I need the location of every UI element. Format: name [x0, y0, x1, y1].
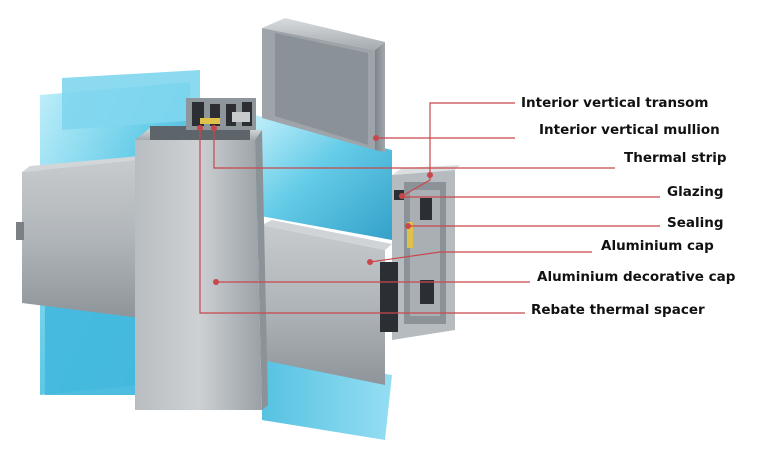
label-glazing: Glazing	[667, 184, 724, 200]
front-mullion	[135, 98, 268, 410]
label-rebate-thermal-spacer: Rebate thermal spacer	[531, 302, 705, 318]
dot-mullion	[373, 135, 379, 141]
dot-decorative-cap	[213, 279, 219, 285]
leader-lines	[199, 102, 660, 314]
dot-glazing	[427, 172, 433, 178]
leader-aluminium-cap	[369, 251, 592, 263]
transom-right	[262, 220, 392, 385]
label-aluminium-decorative-cap: Aluminium decorative cap	[537, 269, 736, 285]
glass-pane-left-lower	[45, 300, 140, 395]
glass-pane-rear-left-2	[62, 70, 200, 130]
dot-aluminium-cap	[367, 259, 373, 265]
label-thermal-strip: Thermal strip	[624, 150, 727, 166]
leader-thermal-strip	[213, 128, 615, 169]
leader-interior-vertical-transom	[401, 102, 515, 197]
dot-sealing	[405, 223, 411, 229]
label-aluminium-cap: Aluminium cap	[601, 238, 714, 254]
leader-rebate-thermal-spacer	[199, 128, 525, 314]
dot-transom	[399, 193, 405, 199]
label-interior-vertical-transom: Interior vertical transom	[521, 95, 709, 111]
dot-thermal-strip	[211, 125, 217, 131]
dot-rebate-spacer	[197, 125, 203, 131]
label-sealing: Sealing	[667, 215, 724, 231]
labels: Interior vertical transom Interior verti…	[521, 95, 736, 318]
label-interior-vertical-mullion: Interior vertical mullion	[539, 122, 720, 138]
interior-mullion-body	[262, 18, 385, 152]
leader-dots	[197, 125, 433, 285]
glass-pane-right-upper	[255, 115, 392, 240]
transom-left	[16, 156, 140, 318]
